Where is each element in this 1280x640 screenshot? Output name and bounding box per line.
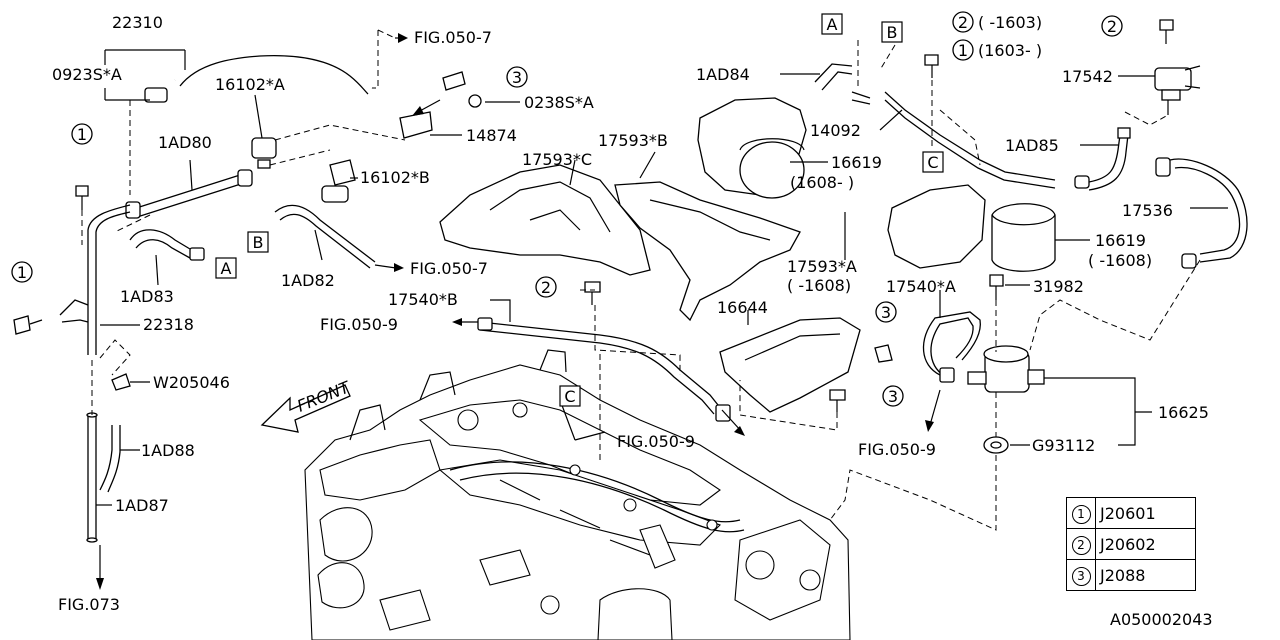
label-17542: 17542 bbox=[1062, 67, 1113, 86]
label-22318: 22318 bbox=[143, 315, 194, 334]
bolt-group bbox=[13, 19, 1174, 412]
label-17593-a: 17593*A bbox=[787, 257, 857, 276]
box-c-2: C bbox=[927, 153, 938, 172]
marker-1-c: 1 bbox=[958, 41, 968, 60]
label-0923s-a: 0923S*A bbox=[52, 65, 122, 84]
marker-3-c: 3 bbox=[888, 387, 898, 406]
box-b-2: B bbox=[887, 23, 898, 42]
label-17593-b: 17593*B bbox=[598, 131, 668, 150]
label-16619-top-range: (1608- ) bbox=[790, 173, 854, 192]
label-fig0509-right: FIG.050-9 bbox=[858, 440, 936, 459]
cover-group bbox=[439, 97, 1056, 413]
label-31982: 31982 bbox=[1033, 277, 1084, 296]
label-fig0509-mid: FIG.050-9 bbox=[617, 432, 695, 451]
letter-box-labels: A B C A B C bbox=[221, 15, 939, 406]
legend-table: 1 J20601 2 J20602 3 J2088 bbox=[1066, 497, 1196, 591]
box-a-2: A bbox=[827, 15, 838, 34]
marker-3-b: 3 bbox=[881, 303, 891, 322]
label-1ad87: 1AD87 bbox=[115, 496, 169, 515]
leader-lines bbox=[96, 49, 1228, 506]
label-1ad80: 1AD80 bbox=[158, 133, 212, 152]
marker-1-a: 1 bbox=[77, 125, 87, 144]
fuel-pipe-b bbox=[477, 317, 731, 422]
label-1ad88: 1AD88 bbox=[141, 441, 195, 460]
marker-2-b: 2 bbox=[958, 13, 968, 32]
label-1ad84: 1AD84 bbox=[696, 65, 750, 84]
legend-marker: 3 bbox=[1071, 566, 1091, 586]
label-17536: 17536 bbox=[1122, 201, 1173, 220]
label-fig0509-left: FIG.050-9 bbox=[320, 315, 398, 334]
legend-marker: 1 bbox=[1071, 504, 1091, 524]
legend-code: J2088 bbox=[1095, 559, 1196, 591]
label-14874: 14874 bbox=[466, 126, 517, 145]
engine-assembly bbox=[304, 349, 851, 640]
arrows bbox=[96, 33, 941, 590]
label-g93112: G93112 bbox=[1032, 436, 1095, 455]
label-1ad83: 1AD83 bbox=[120, 287, 174, 306]
legend-row: 1 J20601 bbox=[1066, 497, 1196, 529]
label-17593-c: 17593*C bbox=[522, 150, 592, 169]
label-fig0507-mid: FIG.050-7 bbox=[410, 259, 488, 278]
callout-labels: 22310 0923S*A 16102*A 1AD80 1AD83 22318 … bbox=[52, 13, 1209, 614]
label-fig073: FIG.073 bbox=[58, 595, 120, 614]
marker-3-a: 3 bbox=[512, 68, 522, 87]
label-16644: 16644 bbox=[717, 298, 768, 317]
label-16619-mid-range: ( -1608) bbox=[1088, 251, 1152, 270]
letter-boxes bbox=[215, 13, 944, 407]
label-16619-mid: 16619 bbox=[1095, 231, 1146, 250]
label-front: FRONT bbox=[294, 377, 353, 416]
label-fig0507-top: FIG.050-7 bbox=[414, 28, 492, 47]
label-17540-a: 17540*A bbox=[886, 277, 956, 296]
dashed-guides bbox=[81, 29, 1201, 531]
legend-code: J20602 bbox=[1095, 528, 1196, 560]
label-22310: 22310 bbox=[112, 13, 163, 32]
marker-2-a: 2 bbox=[541, 278, 551, 297]
fuel-pump-group bbox=[922, 311, 1045, 454]
box-a-1: A bbox=[221, 259, 232, 278]
label-16625: 16625 bbox=[1158, 403, 1209, 422]
box-b-1: B bbox=[253, 233, 264, 252]
label-16619-top: 16619 bbox=[831, 153, 882, 172]
legend-code: J20601 bbox=[1095, 497, 1196, 529]
label-w205046: W205046 bbox=[153, 373, 230, 392]
label-17540-b: 17540*B bbox=[388, 290, 458, 309]
purge-valve-group bbox=[274, 111, 433, 269]
diagram-code: A050002043 bbox=[1110, 610, 1213, 629]
label-1603-before: ( -1603) bbox=[978, 13, 1042, 32]
marker-circle-labels: 1 1 3 2 3 3 2 1 2 bbox=[17, 13, 1117, 406]
marker-circles bbox=[11, 11, 1123, 407]
label-16102-b: 16102*B bbox=[360, 168, 430, 187]
legend-row: 3 J2088 bbox=[1066, 559, 1196, 591]
label-16102-a: 16102*A bbox=[215, 75, 285, 94]
label-1ad85: 1AD85 bbox=[1005, 136, 1059, 155]
pcv-hose-group bbox=[59, 44, 374, 543]
marker-1-b: 1 bbox=[17, 263, 27, 282]
label-17593-a-range: ( -1608) bbox=[787, 276, 851, 295]
label-1603-after: (1603- ) bbox=[978, 41, 1042, 60]
label-14092: 14092 bbox=[810, 121, 861, 140]
legend-row: 2 J20602 bbox=[1066, 528, 1196, 560]
label-0238s-a: 0238S*A bbox=[524, 93, 594, 112]
fuel-pipe-group bbox=[814, 63, 1248, 269]
box-c-1: C bbox=[564, 387, 575, 406]
marker-2-c: 2 bbox=[1107, 17, 1117, 36]
label-1ad82: 1AD82 bbox=[281, 271, 335, 290]
legend-marker: 2 bbox=[1071, 535, 1091, 555]
